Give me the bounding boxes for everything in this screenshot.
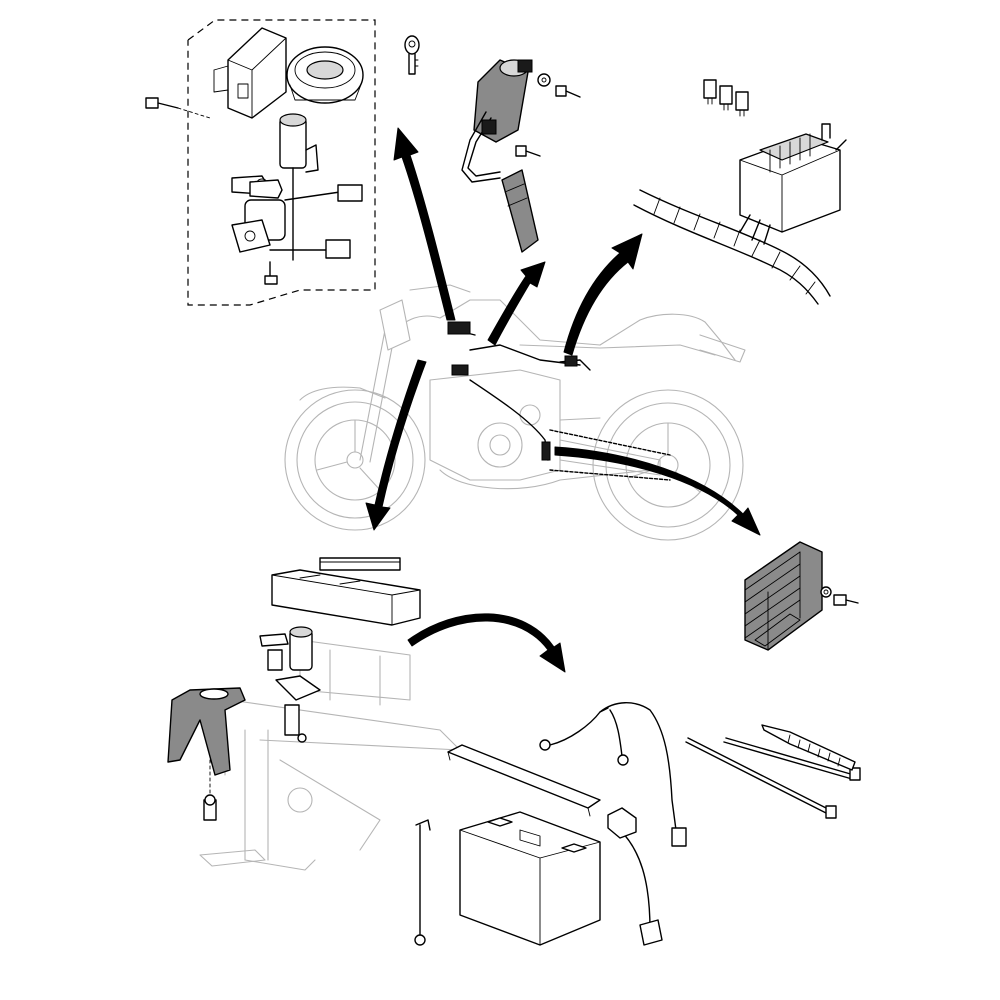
battery-box-group: [167, 557, 461, 871]
spark-plug-cap: [501, 169, 539, 253]
cable-ties: [685, 724, 861, 819]
ignition-coil: [461, 59, 533, 183]
bolt: [203, 759, 217, 821]
rear-wheel: [592, 389, 744, 541]
fuse-box: [739, 123, 847, 233]
front-wheel: [284, 389, 426, 531]
fuel-cap: [286, 46, 364, 104]
ignition-coil-group: [461, 59, 581, 253]
battery-box-lid: [271, 569, 421, 626]
battery-cover: [319, 557, 401, 571]
wire-harness: [739, 214, 771, 245]
ecu-unit: [213, 27, 287, 119]
arrow-to-battery-group: [407, 613, 566, 673]
main-switch: [269, 113, 363, 261]
ignition-group: [145, 19, 420, 306]
washer: [537, 73, 551, 87]
terminal-covers: [607, 807, 637, 839]
rectifier-group: [744, 541, 859, 651]
arrow-to-ignition-group: [393, 127, 456, 321]
leader-arrows: [365, 127, 761, 673]
arrow-to-ignition-coil: [487, 261, 546, 346]
fuses: [703, 79, 749, 117]
arrow-to-fuse-box: [563, 233, 643, 356]
washer: [820, 586, 832, 598]
fuse-box-group: [633, 79, 847, 305]
cables: [414, 702, 687, 946]
bolt: [145, 97, 211, 119]
main-switch: [259, 626, 321, 743]
motorcycle: [284, 284, 746, 541]
rectifier-regulator: [744, 541, 823, 651]
battery-band: [447, 744, 601, 817]
arrow-to-battery-box: [365, 359, 427, 531]
ignition-keys: [231, 175, 283, 199]
bolt: [515, 85, 581, 157]
spiral-wrap: [633, 189, 831, 305]
arrow-to-rectifier: [554, 446, 761, 536]
group-boundary: [187, 19, 376, 306]
bolt: [833, 594, 859, 606]
steering-lock: [231, 199, 286, 285]
bracket: [167, 687, 246, 776]
battery-group: [414, 702, 861, 946]
battery: [459, 811, 601, 946]
key-icon: [404, 35, 420, 75]
